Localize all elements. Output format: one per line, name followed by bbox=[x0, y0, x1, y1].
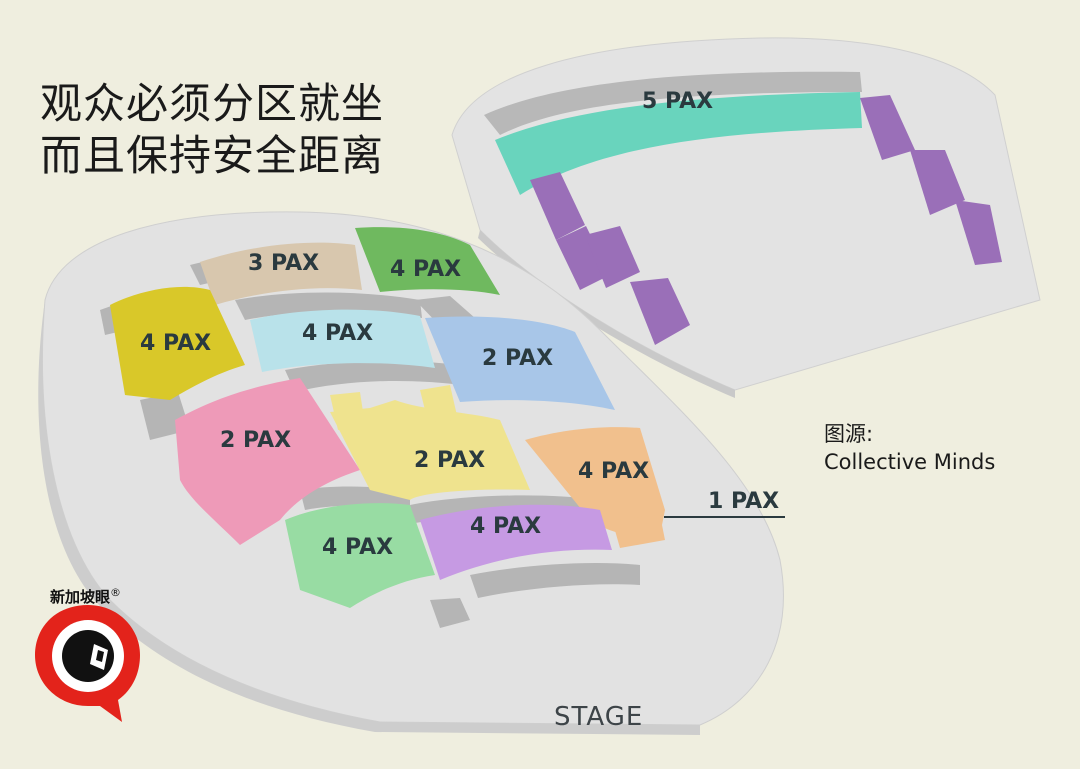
credit-label: 图源: bbox=[824, 422, 874, 446]
label-1pax: 1 PAX bbox=[708, 489, 779, 514]
balcony-back-row bbox=[484, 71, 862, 135]
label-4pax-orange: 4 PAX bbox=[578, 459, 649, 484]
credit-source: Collective Minds bbox=[824, 450, 996, 474]
logo-registered-mark: ® bbox=[110, 586, 122, 599]
section-4pax-cyan[interactable] bbox=[250, 309, 435, 372]
section-1pax[interactable] bbox=[612, 515, 665, 548]
balcony-platform-edge bbox=[478, 230, 735, 398]
logo-name: 新加坡眼® bbox=[50, 586, 121, 607]
balcony-left-blocks[interactable] bbox=[530, 172, 690, 345]
label-5pax: 5 PAX bbox=[642, 89, 713, 114]
section-4pax-yellow[interactable] bbox=[110, 286, 245, 400]
headline-line-2: 而且保持安全距离 bbox=[40, 131, 385, 180]
section-2pax-lightyellow[interactable] bbox=[330, 400, 530, 500]
stage-label: STAGE bbox=[554, 702, 643, 732]
balcony-right-blocks[interactable] bbox=[860, 95, 1002, 265]
label-4pax-mint: 4 PAX bbox=[322, 535, 393, 560]
section-4pax-purple[interactable] bbox=[420, 504, 612, 580]
label-4pax-purple: 4 PAX bbox=[470, 514, 541, 539]
label-4pax-green: 4 PAX bbox=[390, 257, 461, 282]
section-3pax[interactable] bbox=[200, 242, 362, 305]
logo-eye-icon bbox=[35, 605, 140, 722]
accent-blocks bbox=[330, 385, 458, 430]
label-4pax-yellow: 4 PAX bbox=[140, 331, 211, 356]
section-2pax-blue[interactable] bbox=[425, 316, 615, 410]
logo-name-text: 新加坡眼 bbox=[50, 588, 111, 606]
section-4pax-mint[interactable] bbox=[285, 503, 435, 608]
label-2pax-blue: 2 PAX bbox=[482, 346, 553, 371]
section-4pax-green[interactable] bbox=[355, 227, 500, 295]
label-2pax-pink: 2 PAX bbox=[220, 428, 291, 453]
label-4pax-cyan: 4 PAX bbox=[302, 321, 373, 346]
headline-line-1: 观众必须分区就坐 bbox=[40, 79, 385, 128]
label-2pax-lightyellow: 2 PAX bbox=[414, 448, 485, 473]
label-3pax: 3 PAX bbox=[248, 251, 319, 276]
section-4pax-orange[interactable] bbox=[525, 427, 665, 537]
section-2pax-pink[interactable] bbox=[175, 378, 360, 545]
section-5pax[interactable] bbox=[495, 92, 862, 195]
